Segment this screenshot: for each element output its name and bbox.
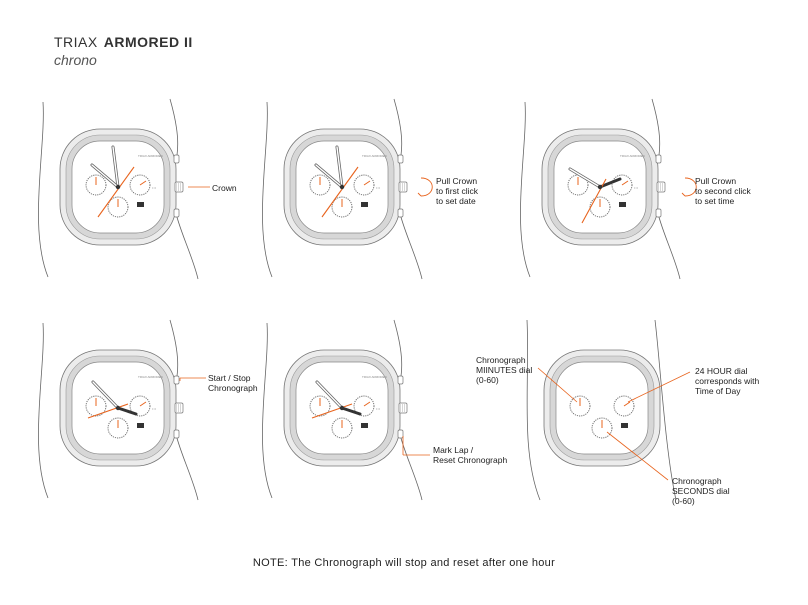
label-mark-lap-line1: Mark Lap / bbox=[433, 445, 474, 455]
model-name: ARMORED II bbox=[103, 34, 193, 50]
label-pull-second: Pull Crown to second click to set time bbox=[695, 176, 751, 206]
label-24hour-dial: 24 HOUR dial corresponds with Time of Da… bbox=[695, 366, 759, 396]
watch-start-stop bbox=[37, 319, 206, 501]
label-mark-lap-line2: Reset Chronograph bbox=[433, 455, 508, 465]
label-crown: Crown bbox=[212, 183, 237, 193]
label-start-stop: Start / Stop Chronograph bbox=[208, 373, 258, 393]
label-mark-lap: Mark Lap / Reset Chronograph bbox=[433, 445, 507, 465]
label-minutes-dial-line1: Chronograph bbox=[476, 355, 526, 365]
label-pull-first-line2: to first click bbox=[436, 186, 479, 196]
label-start-stop-line2: Chronograph bbox=[208, 383, 258, 393]
watch-pull-first bbox=[261, 98, 433, 280]
label-seconds-dial-line3: (0-60) bbox=[672, 496, 695, 506]
label-minutes-dial-line3: (0-60) bbox=[476, 375, 499, 385]
label-seconds-dial: Chronograph SECONDS dial (0-60) bbox=[672, 476, 730, 506]
watch-pull-second bbox=[519, 98, 697, 280]
watch-crown bbox=[37, 98, 210, 280]
label-pull-first: Pull Crown to first click to set date bbox=[436, 176, 478, 206]
brand-name: TRIAX bbox=[54, 34, 98, 50]
label-pull-second-line1: Pull Crown bbox=[695, 176, 737, 186]
brand-title: TRIAX ARMORED II bbox=[54, 34, 193, 50]
label-24hour-dial-line1: 24 HOUR dial bbox=[695, 366, 748, 376]
label-pull-first-line1: Pull Crown bbox=[436, 176, 478, 186]
label-seconds-dial-line1: Chronograph bbox=[672, 476, 722, 486]
label-minutes-dial: Chronograph MIINUTES dial (0-60) bbox=[476, 355, 532, 385]
label-pull-first-line3: to set date bbox=[436, 196, 476, 206]
footer-note: NOTE: The Chronograph will stop and rese… bbox=[252, 557, 556, 569]
label-start-stop-line1: Start / Stop bbox=[208, 373, 251, 383]
label-24hour-dial-line2: corresponds with bbox=[695, 376, 760, 386]
label-minutes-dial-line2: MIINUTES dial bbox=[476, 365, 533, 375]
watch-mark-lap bbox=[261, 319, 430, 501]
subtitle: chrono bbox=[54, 52, 97, 68]
label-24hour-dial-line3: Time of Day bbox=[695, 386, 741, 396]
label-pull-second-line3: to set time bbox=[695, 196, 735, 206]
watch-dials-legend bbox=[526, 319, 691, 501]
label-pull-second-line2: to second click bbox=[695, 186, 751, 196]
label-seconds-dial-line2: SECONDS dial bbox=[672, 486, 730, 496]
